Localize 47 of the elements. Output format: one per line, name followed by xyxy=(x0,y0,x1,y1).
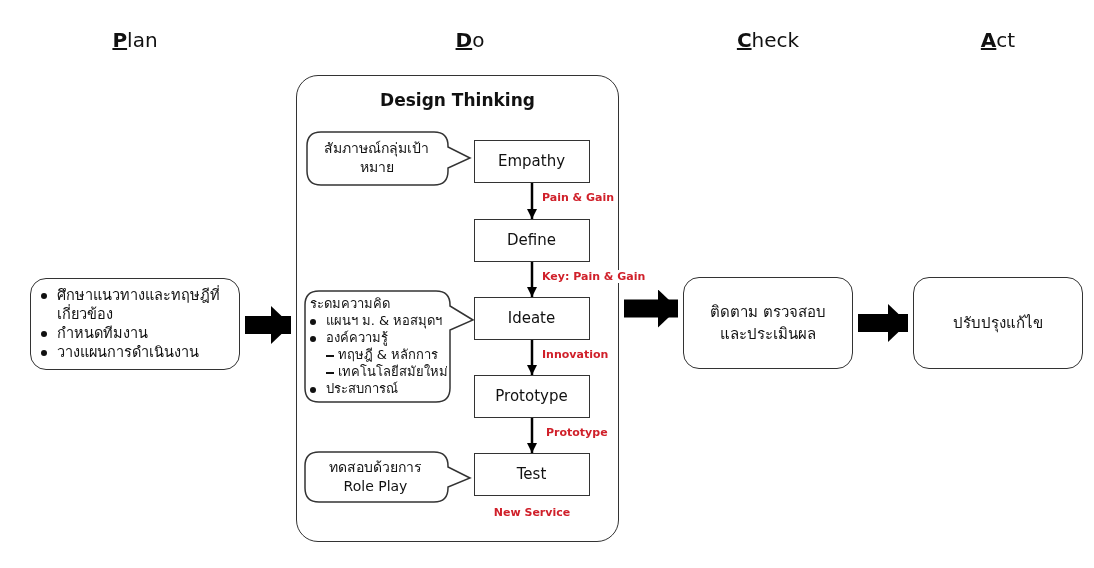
process-box xyxy=(473,296,590,340)
edge-label: Innovation xyxy=(540,347,611,361)
process-box xyxy=(473,139,590,183)
list-item: องค์ความรู้ xyxy=(325,330,388,345)
list-item: ทฤษฎี & หลักการ xyxy=(337,347,438,362)
arrow xyxy=(527,262,537,297)
process-box xyxy=(473,374,590,418)
box-text: Ideate xyxy=(507,308,556,329)
box-text: ติดตาม ตรวจสอบและประเมินผล xyxy=(709,302,827,345)
process-box xyxy=(473,452,590,496)
phase-heading: Check xyxy=(736,28,800,52)
bubble-text: สัมภาษณ์กลุ่มเป้าหมาย xyxy=(324,140,429,175)
list-item: ระดมความคิด xyxy=(309,296,390,311)
block-arrow xyxy=(624,289,678,328)
arrow xyxy=(527,340,537,375)
list-item: เทคโนโลยีสมัยใหม่ xyxy=(337,364,448,379)
box-text: Define xyxy=(507,230,556,251)
plan-box xyxy=(30,278,240,370)
bubble-text: ทดสอบด้วยการ Role Play xyxy=(329,458,422,494)
speech-bubble xyxy=(303,450,472,503)
phase-heading: Plan xyxy=(112,28,158,52)
box-text: Test xyxy=(516,464,547,485)
box-text: Prototype xyxy=(495,386,568,407)
box-text: Empathy xyxy=(497,151,566,172)
phase-box xyxy=(913,277,1083,369)
phase-box xyxy=(683,277,853,369)
list-item: ประสบการณ์ xyxy=(325,381,398,396)
phase-heading: Do xyxy=(455,28,485,52)
arrow xyxy=(527,418,537,453)
speech-bubble xyxy=(305,130,472,186)
list-item: ศึกษาแนวทางและทฤษฎีที่เกี่ยวข้อง xyxy=(57,287,220,322)
list-item: กำหนดทีมงาน xyxy=(57,325,148,341)
edge-label: Prototype xyxy=(544,425,610,439)
group-panel xyxy=(296,75,619,542)
list-item: แผนฯ ม. & หอสมุดฯ xyxy=(325,313,443,328)
group-title: Design Thinking xyxy=(379,90,536,110)
block-arrow xyxy=(858,304,908,342)
edge-label: Key: Pain & Gain xyxy=(540,269,648,283)
edge-label: Pain & Gain xyxy=(540,191,617,204)
process-box xyxy=(473,218,590,262)
speech-bubble xyxy=(303,289,474,403)
list-item: วางแผนการดำเนินงาน xyxy=(57,344,199,360)
box-text: ปรับปรุงแก้ไข xyxy=(952,313,1044,334)
output-label: New Service xyxy=(493,506,571,519)
block-arrow xyxy=(245,306,291,344)
phase-heading: Act xyxy=(980,28,1016,52)
arrow xyxy=(527,183,537,219)
